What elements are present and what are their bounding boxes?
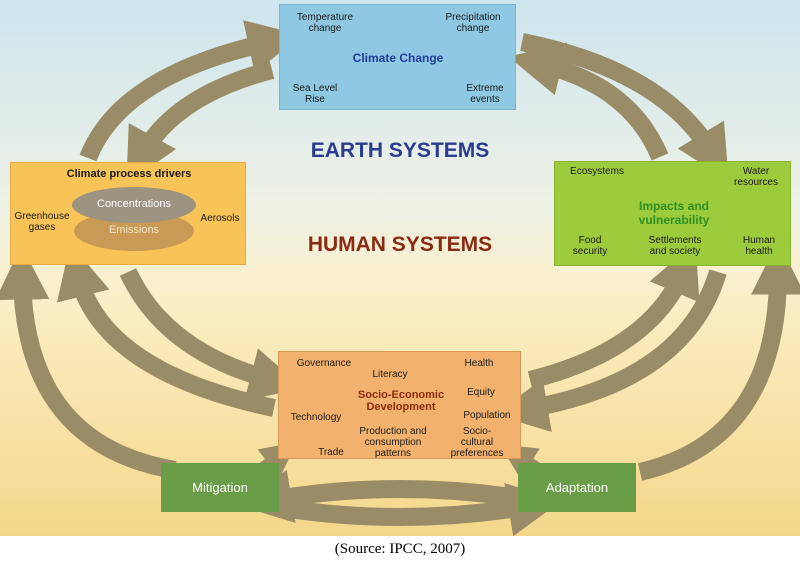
arrow-mitigation-to-drivers	[0, 245, 177, 479]
adaptation-box: Adaptation	[518, 463, 636, 512]
arrow-adaptation-to-impacts	[637, 240, 800, 481]
ecosystems-label: Ecosystems	[570, 166, 624, 177]
mitigation-label: Mitigation	[192, 480, 248, 495]
climate-process-drivers-title: Climate process drivers	[66, 168, 192, 180]
temperature-change-label: Temperature change	[296, 12, 354, 34]
settlements-society-label: Settlements and society	[648, 235, 702, 257]
source-caption: (Source: IPCC, 2007)	[334, 541, 466, 557]
food-security-label: Food security	[572, 235, 608, 257]
production-consumption-label: Production and consumption patterns	[359, 426, 427, 459]
greenhouse-gases-label: Greenhouse gases	[14, 211, 70, 233]
mitigation-box: Mitigation	[161, 463, 279, 512]
earth-systems-label: EARTH SYSTEMS	[310, 139, 490, 162]
literacy-label: Literacy	[372, 369, 408, 380]
sociocultural-label: Socio- cultural preferences	[450, 426, 504, 459]
arrow-adaptation-mitigation	[238, 469, 532, 524]
arrow-climate-to-drivers	[126, 61, 275, 184]
arrow-impacts-to-climate	[508, 42, 669, 161]
health-label: Health	[464, 358, 494, 369]
socio-economic-title: Socio-Economic Development	[357, 389, 445, 413]
governance-label: Governance	[296, 358, 352, 369]
human-systems-label: HUMAN SYSTEMS	[307, 233, 493, 256]
concentrations-ellipse	[72, 187, 196, 223]
arrow-drivers-to-climate	[79, 20, 302, 162]
precipitation-change-label: Precipitation change	[445, 12, 501, 34]
emissions-label: Emissions	[108, 224, 160, 236]
socio-economic-box: Governance Literacy Health Socio-Economi…	[278, 351, 521, 459]
arrow-mitigation-adaptation	[268, 482, 562, 536]
aerosols-label: Aerosols	[200, 213, 240, 224]
sea-level-rise-label: Sea Level Rise	[292, 83, 338, 105]
arrow-impacts-to-socio	[494, 269, 727, 432]
trade-label: Trade	[318, 447, 344, 458]
water-resources-label: Water resources	[734, 166, 778, 188]
climate-change-title: Climate Change	[352, 51, 444, 65]
equity-label: Equity	[467, 387, 495, 398]
climate-change-box: Temperature change Precipitation change …	[279, 4, 516, 110]
climate-diagram: Temperature change Precipitation change …	[0, 0, 800, 536]
concentrations-label: Concentrations	[97, 198, 171, 210]
population-label: Population	[463, 410, 511, 421]
extreme-events-label: Extreme events	[466, 83, 504, 105]
arrow-drivers-to-socio	[119, 268, 304, 401]
arrow-socio-to-impacts	[527, 242, 700, 389]
arrow-socio-to-drivers	[56, 243, 276, 417]
impacts-vulnerability-box: Ecosystems Water resources Impacts and v…	[554, 161, 791, 266]
adaptation-label: Adaptation	[545, 480, 609, 495]
technology-label: Technology	[290, 412, 342, 423]
climate-process-drivers-box: Climate process drivers Emissions Concen…	[10, 162, 246, 265]
human-health-label: Human health	[742, 235, 776, 257]
impacts-vulnerability-title: Impacts and vulnerability	[638, 199, 710, 227]
